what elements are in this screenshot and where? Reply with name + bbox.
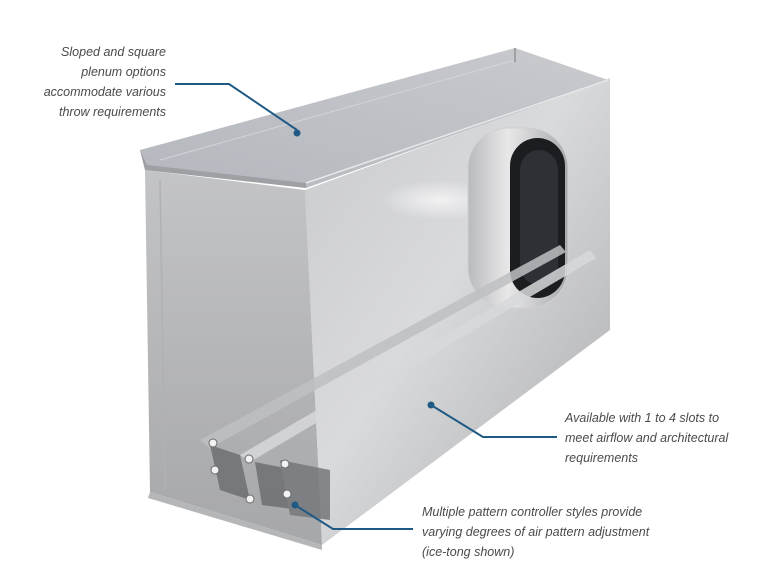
callout-line: plenum options [81,65,166,79]
callout-line: requirements [565,451,638,465]
plenum-end-panel [145,170,322,545]
pattern-controller-screws [208,438,292,504]
callout-pattern-controller: Multiple pattern controller styles provi… [422,502,649,562]
callout-line: Multiple pattern controller styles provi… [422,505,643,519]
callout-line: accommodate various [43,85,166,99]
callout-line: throw requirements [59,105,166,119]
callout-line: Available with 1 to 4 slots to [565,411,720,425]
callout-line: (ice-tong shown) [422,545,515,559]
callout-line: varying degrees of air pattern adjustmen… [422,525,650,539]
callout-slot-count: Available with 1 to 4 slots to meet airf… [565,408,728,468]
callout-line: meet airflow and architectural [565,431,729,445]
callout-line: Sloped and square [61,45,166,59]
top-flange [140,48,608,188]
callout-plenum-options: Sloped and square plenum options accommo… [20,42,166,122]
